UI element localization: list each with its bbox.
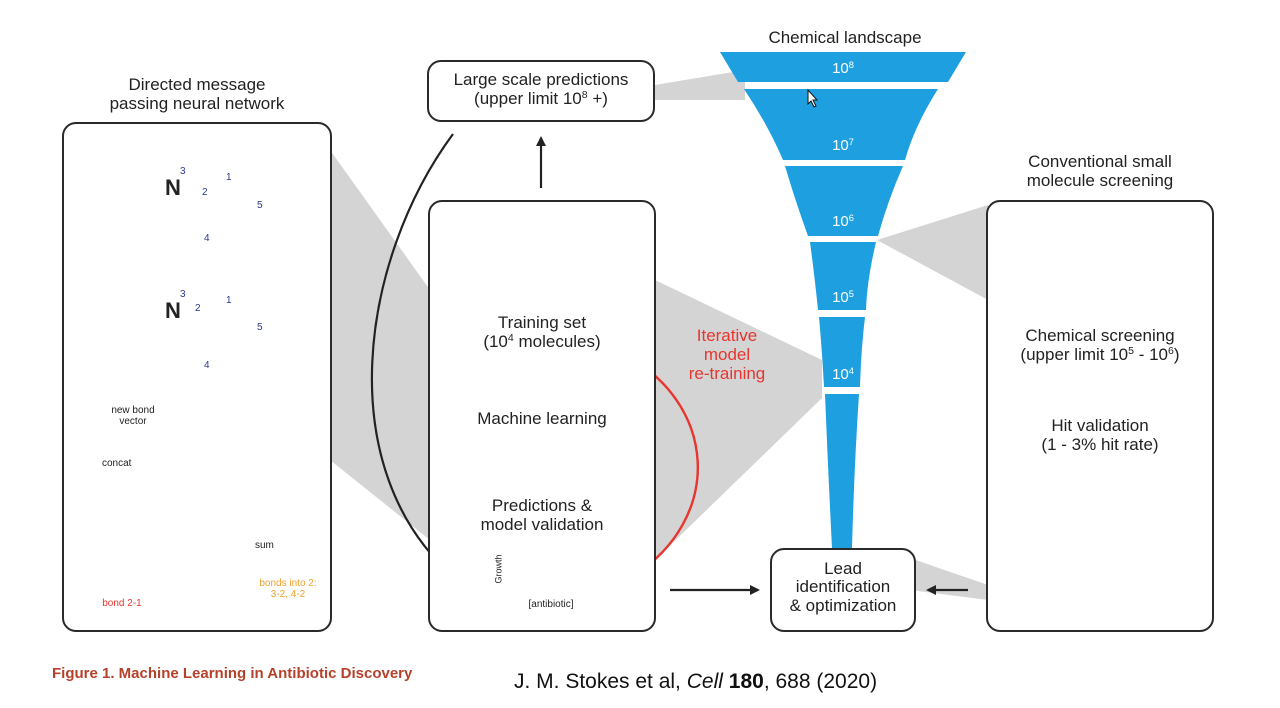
chemical-funnel	[720, 52, 966, 548]
funnel-level-2	[744, 89, 938, 160]
dmpnn-title: Directed message passing neural network	[109, 75, 285, 114]
lead-label: Lead identification & optimization	[789, 559, 897, 615]
hit-validation-label: Hit validation (1 - 3% hit rate)	[1041, 416, 1159, 455]
bonds-into-label: bonds into 2: 3-2, 4-2	[259, 578, 317, 601]
conventional-screening-title: Conventional small molecule screening	[1026, 152, 1174, 191]
large-predictions-box	[427, 60, 655, 122]
machine-learning-label: Machine learning	[477, 409, 607, 428]
funnel-label-3: 106	[832, 212, 854, 230]
funnel-label-2: 107	[832, 136, 854, 154]
funnel-level-1	[720, 52, 966, 82]
atom-n-top: N	[165, 175, 181, 200]
atom-n-mid: N	[165, 298, 181, 323]
funnel-level-4	[810, 242, 876, 310]
atom-num: 2	[195, 303, 201, 314]
large-predictions-label: Large scale predictions (upper limit 108…	[453, 70, 629, 109]
training-set-label: Training set (104 molecules)	[483, 313, 601, 352]
atom-num: 4	[204, 360, 210, 371]
atom-num: 1	[226, 172, 232, 183]
atom-num: 5	[257, 200, 263, 211]
training-panel-box	[428, 200, 656, 632]
mouse-cursor-icon	[807, 88, 819, 108]
iterative-retraining-label: Iterative model re-training	[688, 326, 766, 384]
funnel-level-3	[785, 166, 903, 236]
figure-caption: Figure 1. Machine Learning in Antibiotic…	[52, 665, 413, 682]
atom-num: 4	[204, 233, 210, 244]
atom-num: 5	[257, 322, 263, 333]
citation: J. M. Stokes et al, Cell 180, 688 (2020)	[514, 670, 878, 693]
left-panel-box	[62, 122, 332, 632]
funnel-label-5: 104	[832, 365, 854, 383]
graph-xlabel: [antibiotic]	[528, 599, 574, 610]
new-bond-vector-label: new bond vector	[111, 405, 155, 428]
atom-num: 3	[180, 166, 186, 177]
funnel-stem	[825, 394, 859, 548]
chemical-screening-label: Chemical screening (upper limit 105 - 10…	[1020, 326, 1180, 365]
funnel-level-5	[819, 317, 865, 387]
sum-label: sum	[255, 540, 274, 551]
atom-num: 2	[202, 187, 208, 198]
lead-box	[770, 548, 916, 632]
funnel-label-1: 108	[832, 59, 854, 77]
predictions-label: Predictions & model validation	[480, 496, 604, 535]
concat-label: concat	[102, 458, 132, 469]
funnel-label-4: 105	[832, 288, 854, 306]
right-panel-box	[986, 200, 1214, 632]
atom-num: 1	[226, 295, 232, 306]
chemical-landscape-title: Chemical landscape	[768, 28, 922, 47]
atom-num: 3	[180, 289, 186, 300]
graph-ylabel: Growth	[493, 554, 504, 584]
bond-2-1-label: bond 2-1	[102, 598, 142, 609]
